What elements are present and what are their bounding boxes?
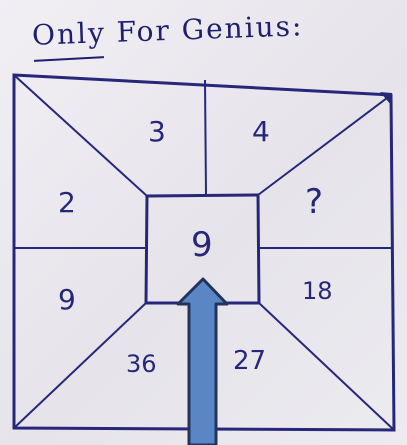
diagonal-bottom-left: [13, 302, 147, 429]
cell-bottom-right: 27: [233, 346, 266, 376]
cell-right-bottom: 18: [302, 277, 333, 305]
cell-left-top: 2: [58, 186, 76, 219]
cell-bottom-left: 36: [126, 350, 157, 378]
diagonal-bottom-right: [258, 302, 395, 431]
divider-top: [204, 79, 207, 196]
diagonal-top-right: [257, 94, 392, 196]
diagonal-top-left: [13, 74, 148, 197]
cell-left-bottom: 9: [58, 283, 76, 316]
cell-top-right: 4: [252, 115, 270, 148]
up-arrow-icon: [176, 277, 229, 445]
cell-right-top: ?: [305, 182, 323, 222]
corner-mark: [380, 92, 392, 105]
cell-top-left: 3: [148, 115, 166, 148]
cell-center: 9: [191, 225, 213, 265]
